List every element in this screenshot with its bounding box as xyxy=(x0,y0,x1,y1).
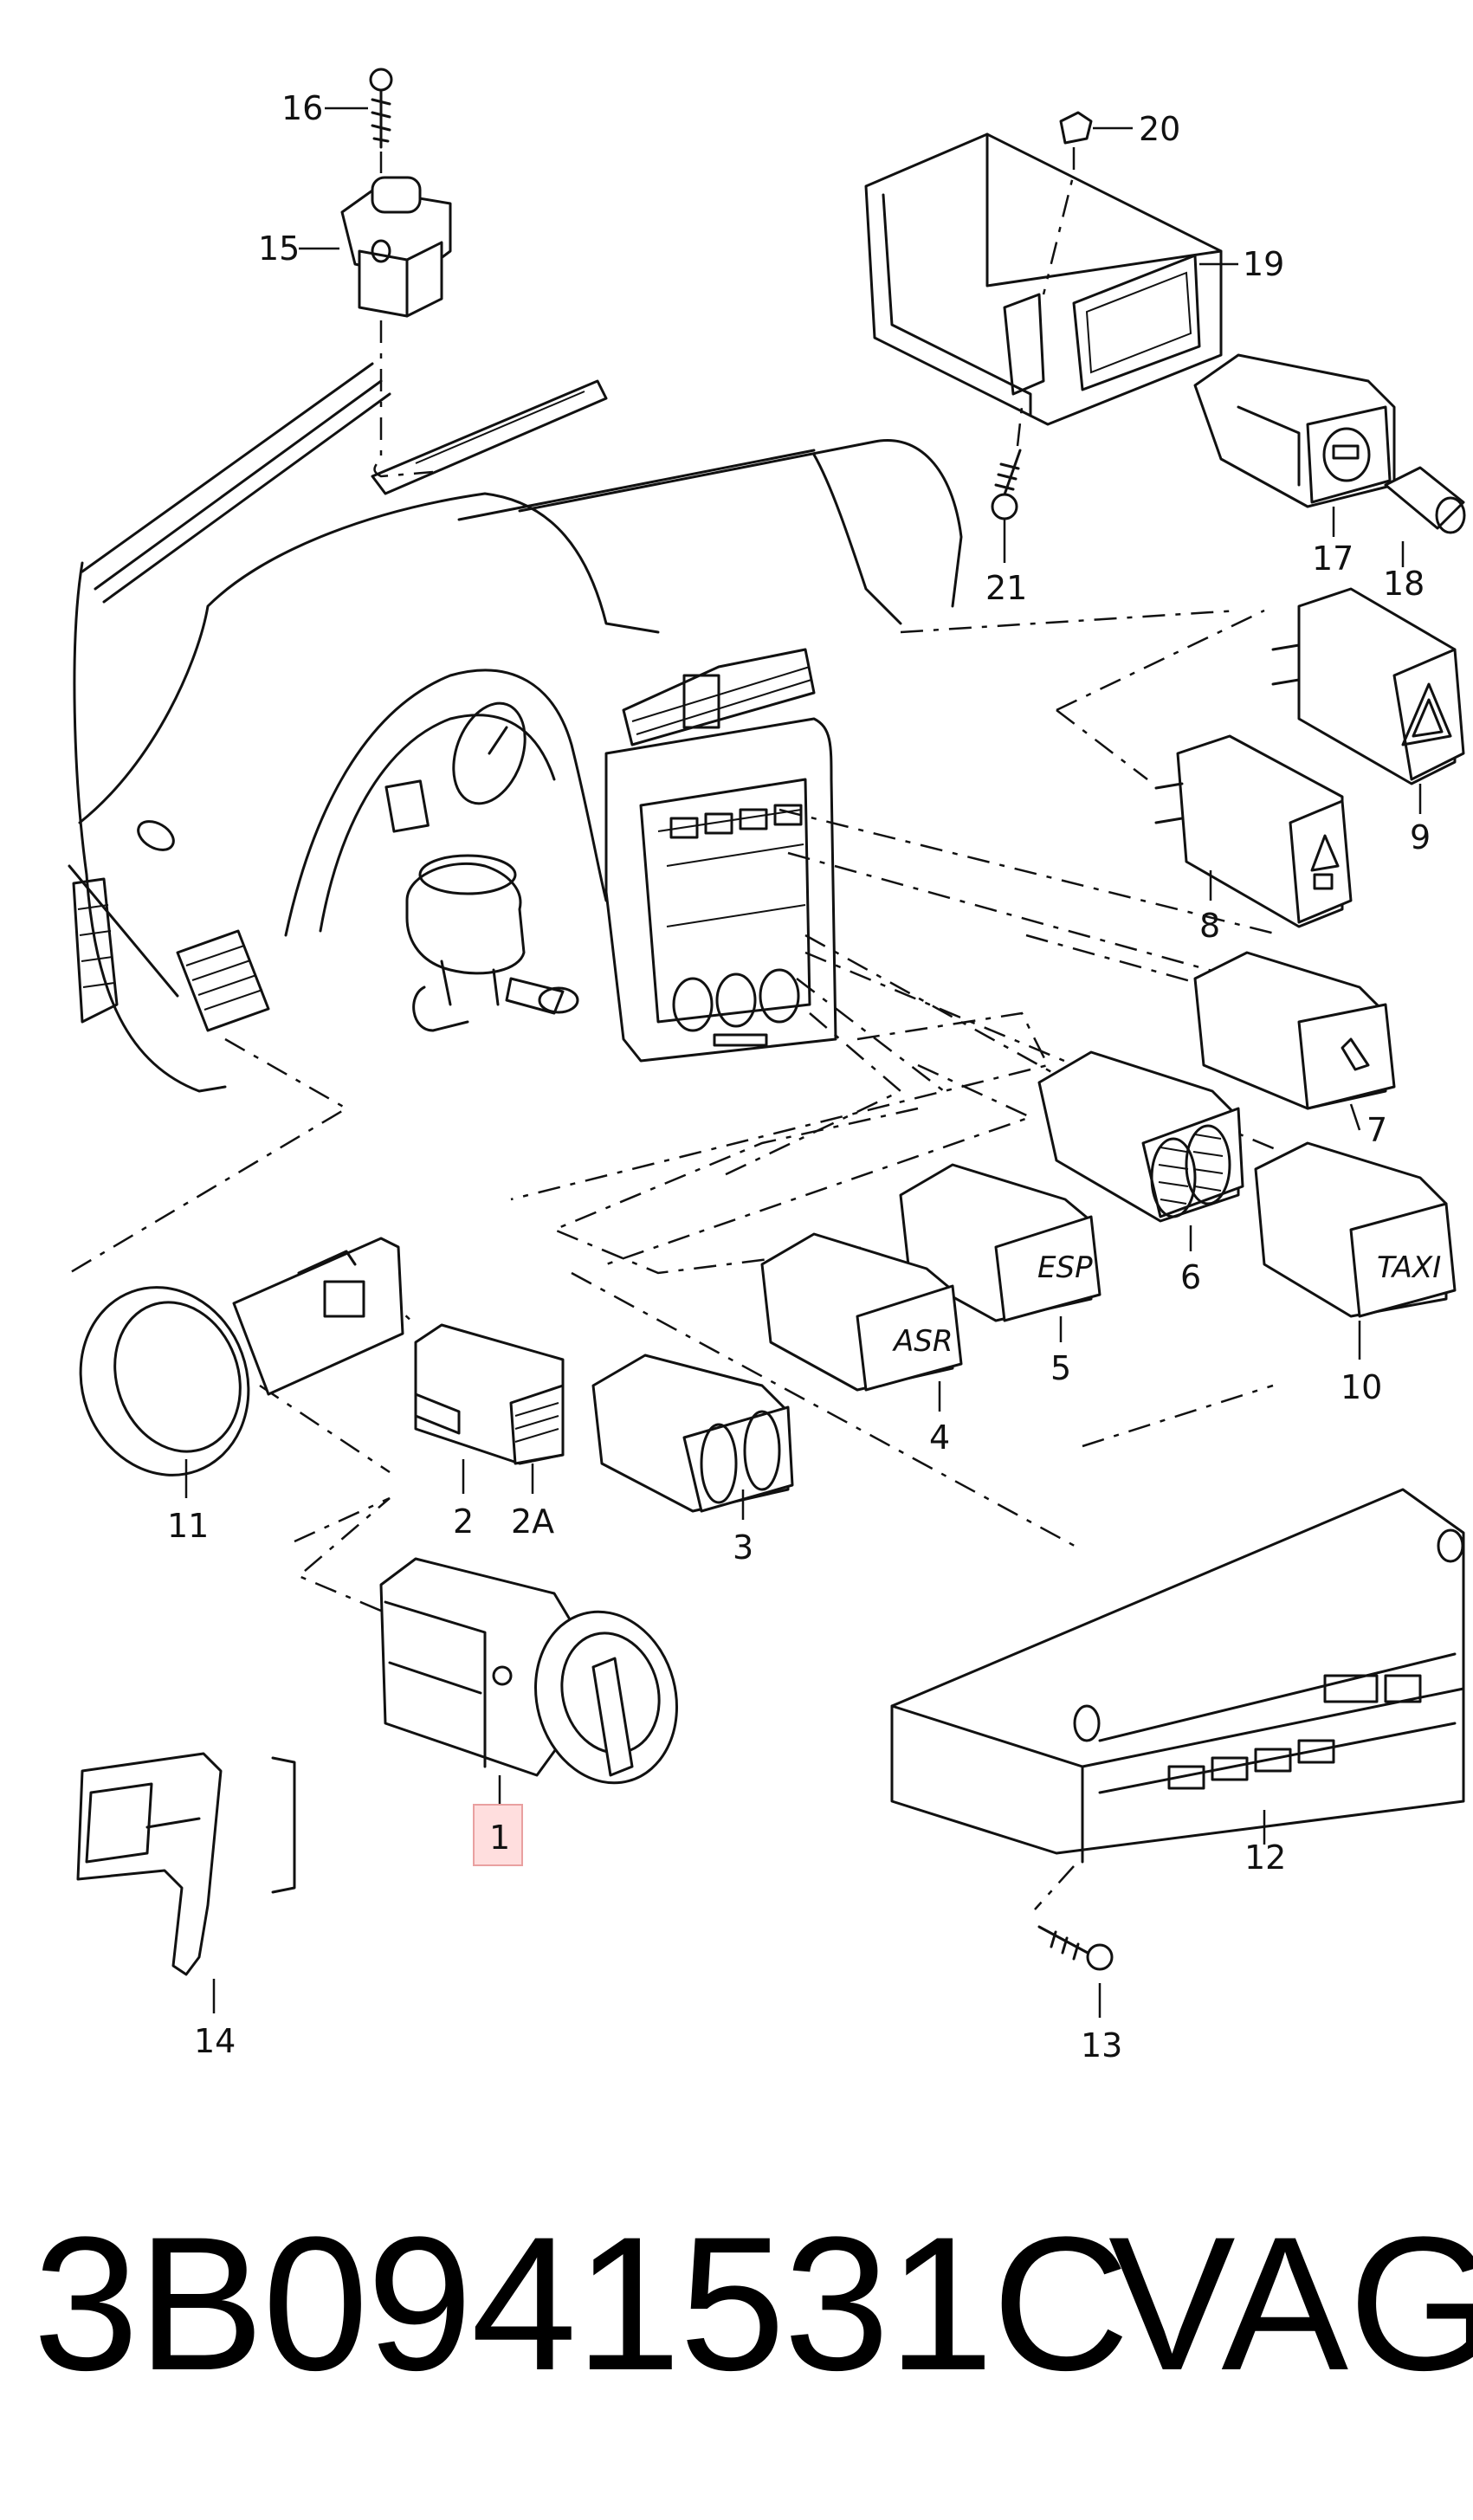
callout-16: 16 xyxy=(281,89,323,127)
callout-7: 7 xyxy=(1366,1111,1387,1149)
callout-4: 4 xyxy=(929,1418,950,1457)
part-18-bulb xyxy=(1384,466,1466,567)
part-6-dimmer xyxy=(1037,1050,1244,1251)
callout-14: 14 xyxy=(194,2022,236,2060)
callout-3: 3 xyxy=(733,1528,753,1567)
part-17-switch xyxy=(1193,353,1396,537)
part-19-bracket xyxy=(864,132,1238,426)
part-14-bracket xyxy=(76,1752,296,2013)
callout-5: 5 xyxy=(1050,1349,1071,1387)
callout-2A: 2A xyxy=(511,1502,554,1541)
part-20-clip xyxy=(1042,111,1133,295)
part-10-taxi-switch xyxy=(1254,1141,1457,1360)
part-16-screw xyxy=(325,68,393,149)
callout-21: 21 xyxy=(985,569,1027,607)
callout-8: 8 xyxy=(1199,907,1220,945)
callout-10: 10 xyxy=(1341,1368,1382,1406)
callout-19: 19 xyxy=(1243,245,1284,283)
callout-6: 6 xyxy=(1180,1258,1201,1296)
callout-18: 18 xyxy=(1383,565,1425,603)
part-8-hazard-switch xyxy=(1154,734,1353,928)
brand-text: VAG xyxy=(1108,2197,1473,2410)
part-21-screw xyxy=(991,406,1024,563)
taxi-button-label: TAXI xyxy=(1377,1250,1441,1285)
footer: 3B0941531C VAG xyxy=(0,2200,1473,2407)
callout-15: 15 xyxy=(258,229,300,268)
dashboard-panel xyxy=(68,362,963,1093)
callout-11: 11 xyxy=(167,1507,209,1545)
esp-button-label: ESP xyxy=(1037,1250,1093,1285)
asr-button-label: ASR xyxy=(892,1324,953,1359)
highlight-box-part-1 xyxy=(473,1804,523,1866)
callout-17: 17 xyxy=(1312,540,1353,578)
part-3-switch xyxy=(591,1354,794,1520)
callout-1: 1 xyxy=(489,1819,510,1857)
part-12-climate-control xyxy=(890,1488,1465,1864)
part-1-light-switch xyxy=(379,1557,678,1804)
callout-20: 20 xyxy=(1139,110,1180,148)
part-11-trim-ring xyxy=(79,1237,404,1498)
part-7-switch xyxy=(1193,951,1396,1131)
callout-12: 12 xyxy=(1244,1838,1286,1877)
callout-2: 2 xyxy=(453,1502,474,1541)
callout-9: 9 xyxy=(1410,818,1431,856)
callout-13: 13 xyxy=(1081,2026,1122,2064)
part-5-esp-switch xyxy=(899,1163,1102,1342)
part-9-hazard-switch xyxy=(1271,587,1465,814)
part-number-text: 3B0941531C xyxy=(33,2197,1129,2410)
part-2-switch xyxy=(414,1323,565,1494)
part-13-screw xyxy=(1034,1865,1114,2018)
part-15-switch xyxy=(299,152,452,478)
exploded-parts-diagram: ASR ESP TAXI 16 15 20 19 21 17 18 9 8 7 … xyxy=(68,68,1466,2064)
part-4-asr-switch xyxy=(760,1232,963,1412)
